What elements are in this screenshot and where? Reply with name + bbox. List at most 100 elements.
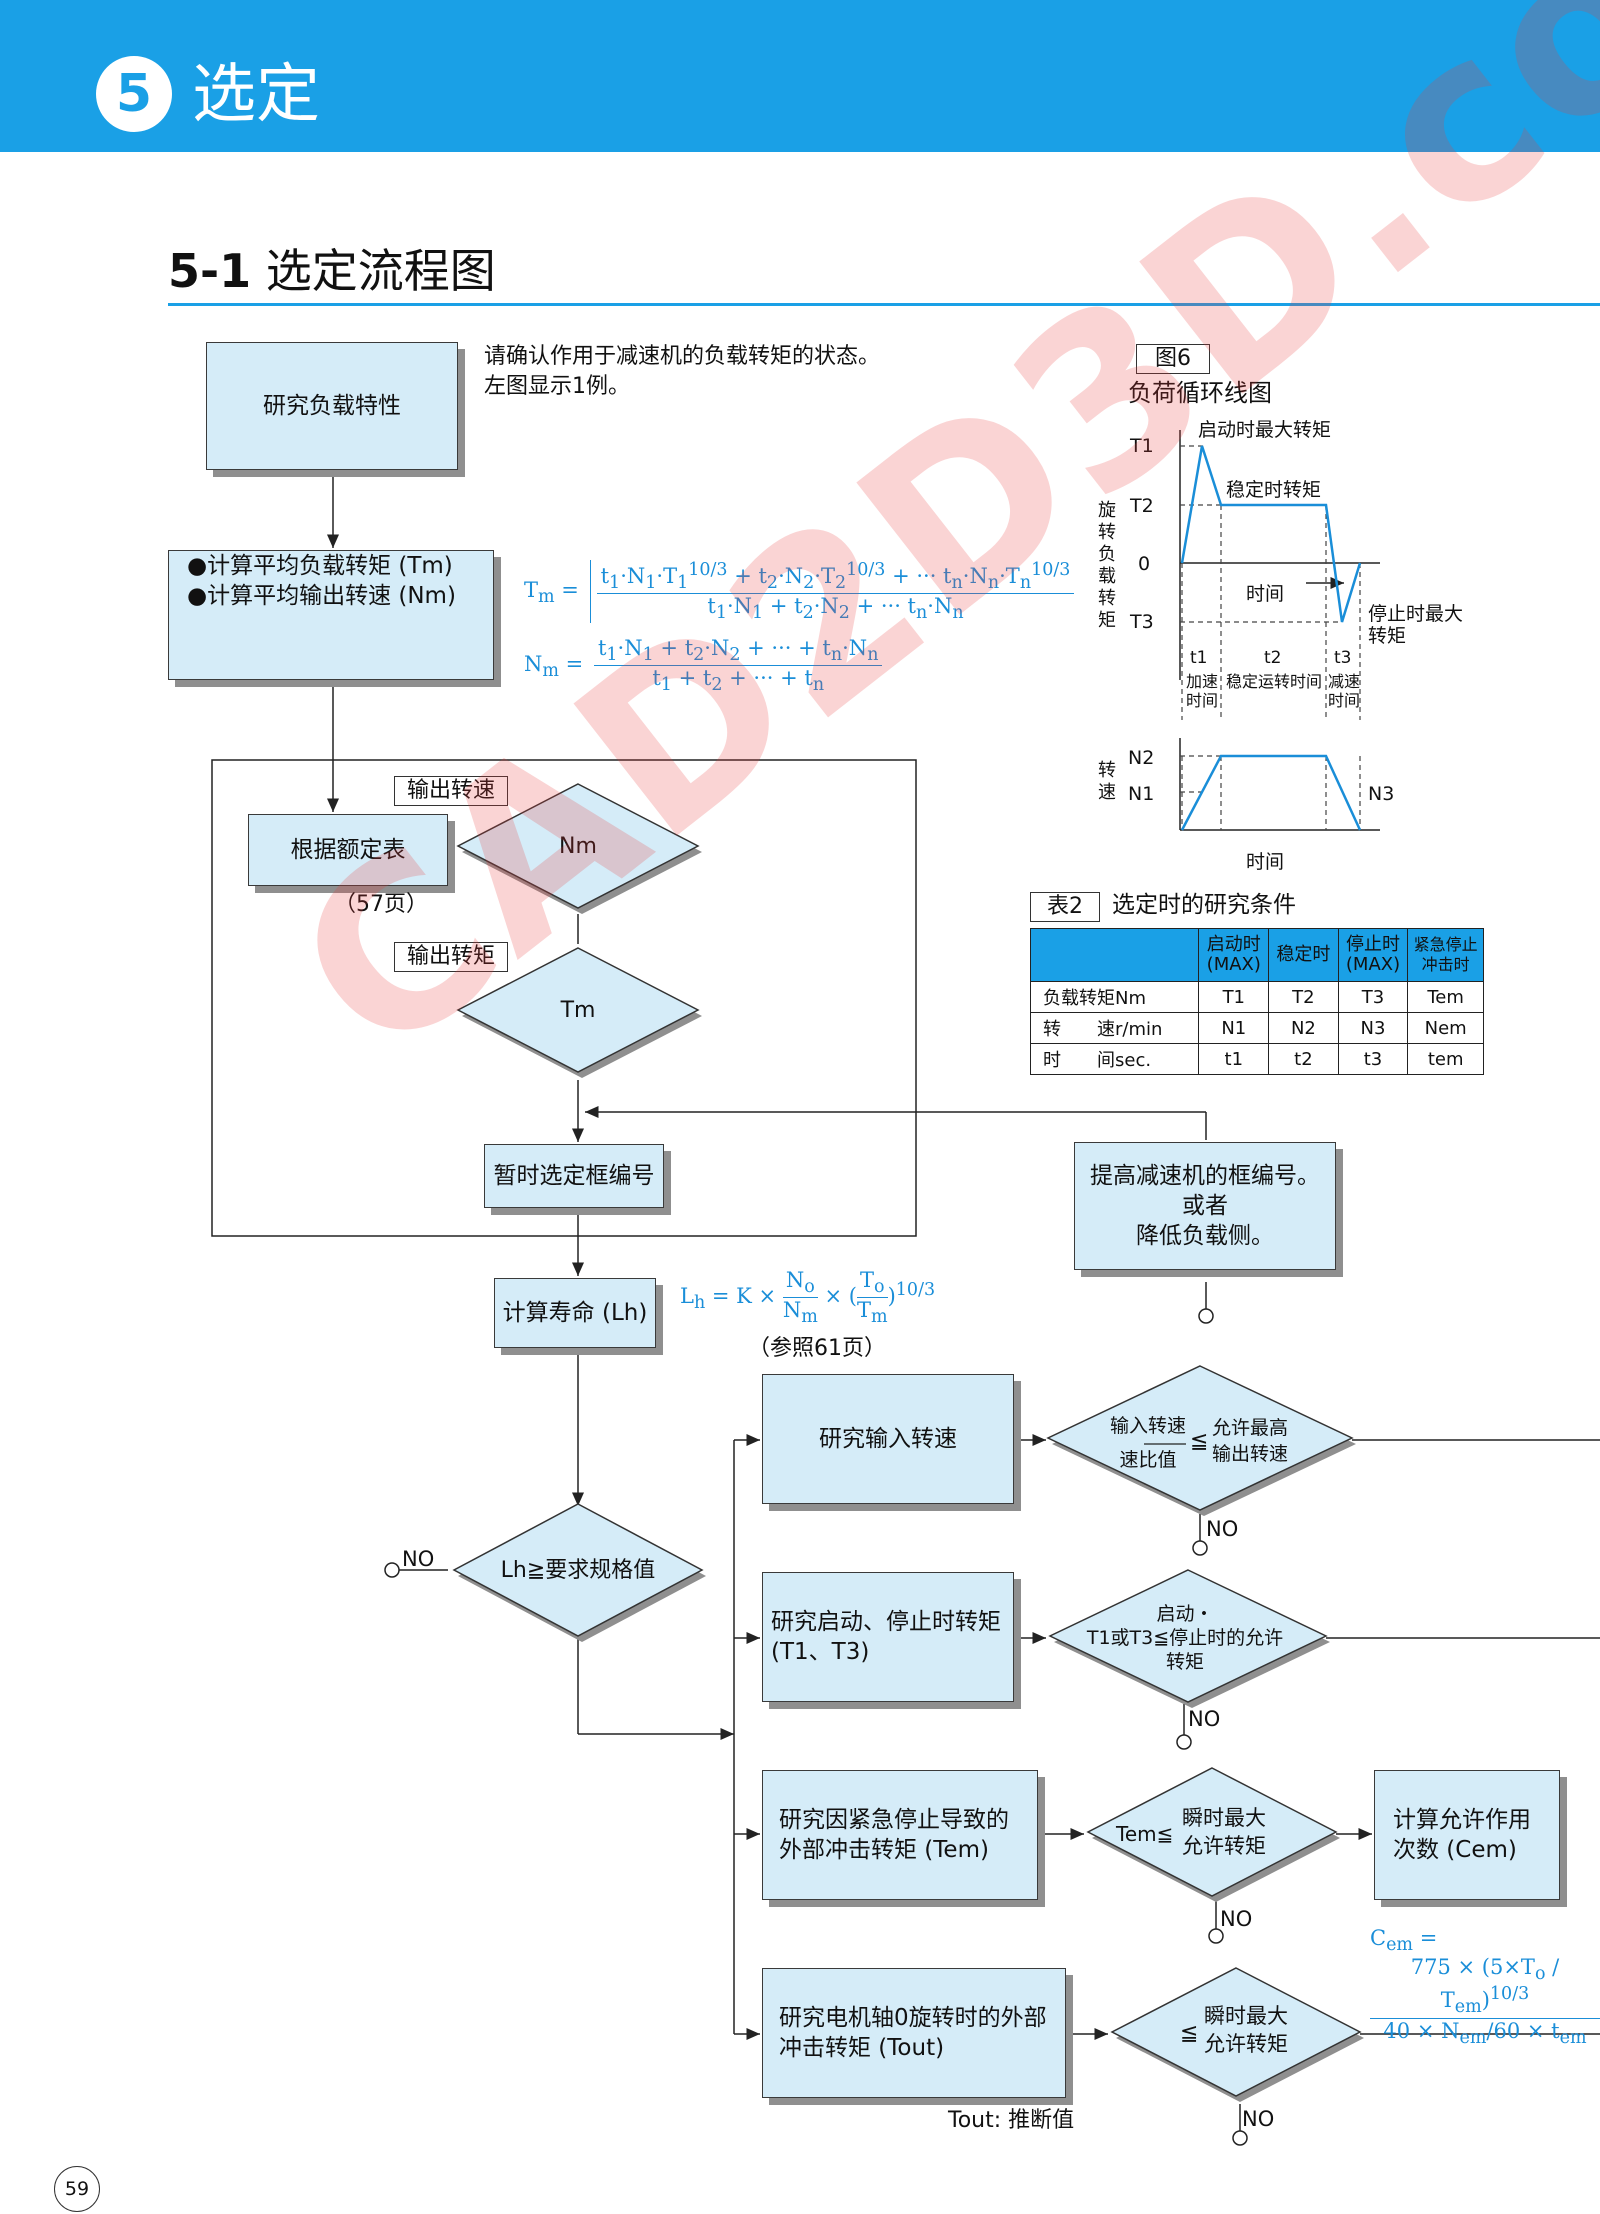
fig6-level-t1: T1 — [1130, 435, 1154, 457]
study-motor-line-1: 研究电机轴0旋转时的外部 — [779, 2005, 1047, 2031]
speed-curve — [1180, 754, 1362, 831]
table-cell: 转 速r/min — [1029, 1012, 1200, 1044]
nm-diamond — [456, 783, 702, 914]
fig6-level-n2: N2 — [1128, 747, 1155, 769]
study-load-box: 研究负载特性 — [206, 342, 458, 470]
lh-decision-text: Lh≧要求规格值 — [500, 1558, 656, 1583]
lh-no-label: NO — [402, 1547, 435, 1571]
study-em-line-1: 研究因紧急停止导致的 — [779, 1807, 1009, 1833]
d3-line-1: 瞬时最大 — [1182, 1806, 1266, 1830]
output-speed-tag: 输出转速 — [394, 776, 509, 806]
table-cell: N2 — [1268, 1012, 1339, 1044]
intro-line-2: 左图显示1例。 — [484, 374, 630, 399]
fig6-torque-axis-label: 旋转负载转矩 — [1098, 500, 1116, 631]
d3-line-2: 允许转矩 — [1182, 1834, 1266, 1858]
tm-formula: Tm = t1·N1·T110/3 + t2·N2·T210/3 + ··· t… — [524, 560, 1075, 624]
table-row: 负载转矩Nm T1 T2 T3 Tem — [1029, 981, 1484, 1013]
d1-no-label: NO — [1206, 1517, 1239, 1541]
calc-cem-line-1: 计算允许作用 — [1393, 1807, 1531, 1833]
fig6-level-t2: T2 — [1130, 495, 1154, 517]
fig6-level-n1: N1 — [1128, 783, 1155, 805]
table-header-cell: 紧急停止冲击时 — [1407, 928, 1484, 982]
tout-note: Tout: 推断值 — [948, 2108, 1075, 2133]
table-header-row: 启动时 (MAX) 稳定时 停止时 (MAX) 紧急停止冲击时 — [1029, 928, 1484, 982]
rating-page-ref: （57页） — [334, 892, 428, 917]
d2-line-3: 转矩 — [1165, 1651, 1204, 1673]
fig6-level-zero: 0 — [1138, 553, 1151, 575]
study-em-line-2: 外部冲击转矩 (Tem) — [779, 1837, 989, 1863]
table-cell: T3 — [1337, 981, 1409, 1013]
fig6-label: 图6 — [1136, 344, 1210, 374]
section-number: 5-1 — [168, 244, 252, 298]
d2-line-1: 启动・ — [1156, 1603, 1214, 1625]
table-cell: tem — [1407, 1043, 1484, 1075]
study-emergency-box: 研究因紧急停止导致的 外部冲击转矩 (Tem) — [762, 1770, 1038, 1900]
fig6-speed-axis-label: 转速 — [1098, 760, 1116, 803]
intro-line-1: 请确认作用于减速机的负载转矩的状态。 — [484, 344, 881, 369]
fig6-level-t3: T3 — [1130, 611, 1154, 633]
raise-frame-box: 提高减速机的框编号。 或者 降低负载侧。 — [1074, 1142, 1336, 1270]
table-header-cell: 启动时 (MAX) — [1198, 928, 1270, 982]
fig6-accel-time: 加速时间 — [1185, 672, 1218, 710]
d3-left: Tem≦ — [1116, 1822, 1174, 1846]
table-header-cell — [1029, 928, 1200, 982]
torque-curve — [1180, 445, 1362, 623]
study-conditions-table: 启动时 (MAX) 稳定时 停止时 (MAX) 紧急停止冲击时 负载转矩Nm T… — [1029, 928, 1484, 1075]
calc-nm-text: ●计算平均输出转速 (Nm) — [187, 583, 456, 609]
emergency-diamond — [1086, 1767, 1340, 1902]
fig6-start-max: 启动时最大转矩 — [1198, 419, 1332, 441]
rating-table-box: 根据额定表 — [248, 814, 448, 886]
raise-line-2: 或者 — [1182, 1193, 1228, 1219]
study-ss-line-1: 研究启动、停止时转矩 — [771, 1609, 1001, 1635]
cem-formula: Cem = 775 × (5×To / Tem)10/3 40 × Nem/60… — [1370, 1926, 1600, 2048]
study-ss-line-2: (T1、T3) — [771, 1639, 870, 1665]
d4-line-2: 允许转矩 — [1204, 2032, 1288, 2056]
d1-line-2: 输出转速 — [1212, 1443, 1289, 1465]
start-stop-diamond — [1048, 1569, 1330, 1708]
study-input-speed-box: 研究输入转速 — [762, 1374, 1014, 1504]
table2-title: 选定时的研究条件 — [1112, 892, 1296, 918]
table-row: 时 间sec. t1 t2 t3 tem — [1029, 1043, 1484, 1075]
study-motor-box: 研究电机轴0旋转时的外部 冲击转矩 (Tout) — [762, 1968, 1066, 2098]
section-title-text: 选定流程图 — [265, 244, 496, 298]
study-start-stop-box: 研究启动、停止时转矩 (T1、T3) — [762, 1572, 1014, 1702]
d4-no-label: NO — [1242, 2107, 1275, 2131]
d1-relation: ≦ — [1190, 1429, 1209, 1454]
chapter-title: 选定 — [192, 58, 320, 132]
table2-label: 表2 — [1030, 892, 1100, 922]
chapter-banner — [0, 0, 1600, 152]
input-speed-diamond — [1046, 1365, 1356, 1516]
table-cell: Nem — [1407, 1012, 1484, 1044]
nm-symbol: Nm — [559, 834, 597, 859]
page-number: 59 — [54, 2166, 100, 2212]
d3-no-label: NO — [1220, 1907, 1253, 1931]
calc-cem-line-2: 次数 (Cem) — [1393, 1837, 1517, 1863]
section-title: 5-1 选定流程图 — [168, 236, 496, 306]
fig6-interval-t3: t3 — [1334, 648, 1352, 668]
d1-line-1: 允许最高 — [1212, 1417, 1289, 1439]
table-cell: t2 — [1268, 1043, 1339, 1075]
d1-denominator: 速比值 — [1119, 1449, 1177, 1471]
d4-left: ≦ — [1180, 2021, 1199, 2046]
lh-diamond — [452, 1503, 706, 1642]
table-cell: t3 — [1337, 1043, 1409, 1075]
temp-select-box: 暂时选定框编号 — [484, 1144, 664, 1208]
table-cell: 时 间sec. — [1029, 1043, 1200, 1075]
fig6-decel-time: 减速时间 — [1327, 672, 1360, 710]
fig6-steady: 稳定时转矩 — [1226, 479, 1322, 501]
tm-diamond — [456, 947, 702, 1078]
table-header-cell: 稳定时 — [1268, 928, 1339, 982]
chapter-number-badge: 5 — [96, 56, 172, 132]
output-torque-tag: 输出转矩 — [394, 942, 509, 972]
tm-symbol: Tm — [560, 998, 596, 1023]
fig6-steady-time: 稳定运转时间 — [1225, 672, 1322, 691]
fig6-stop-max-1: 停止时最大 — [1368, 603, 1464, 625]
fig6-interval-t2: t2 — [1264, 648, 1282, 668]
d2-line-2: T1或T3≦停止时的允许 — [1086, 1627, 1284, 1649]
fig6-title: 负荷循环线图 — [1128, 379, 1272, 407]
fig6-time-1: 时间 — [1246, 583, 1285, 605]
table-row: 转 速r/min N1 N2 N3 Nem — [1029, 1012, 1484, 1044]
fig6-time-2: 时间 — [1246, 851, 1285, 873]
d4-line-1: 瞬时最大 — [1204, 2004, 1288, 2028]
d2-no-label: NO — [1188, 1707, 1221, 1731]
